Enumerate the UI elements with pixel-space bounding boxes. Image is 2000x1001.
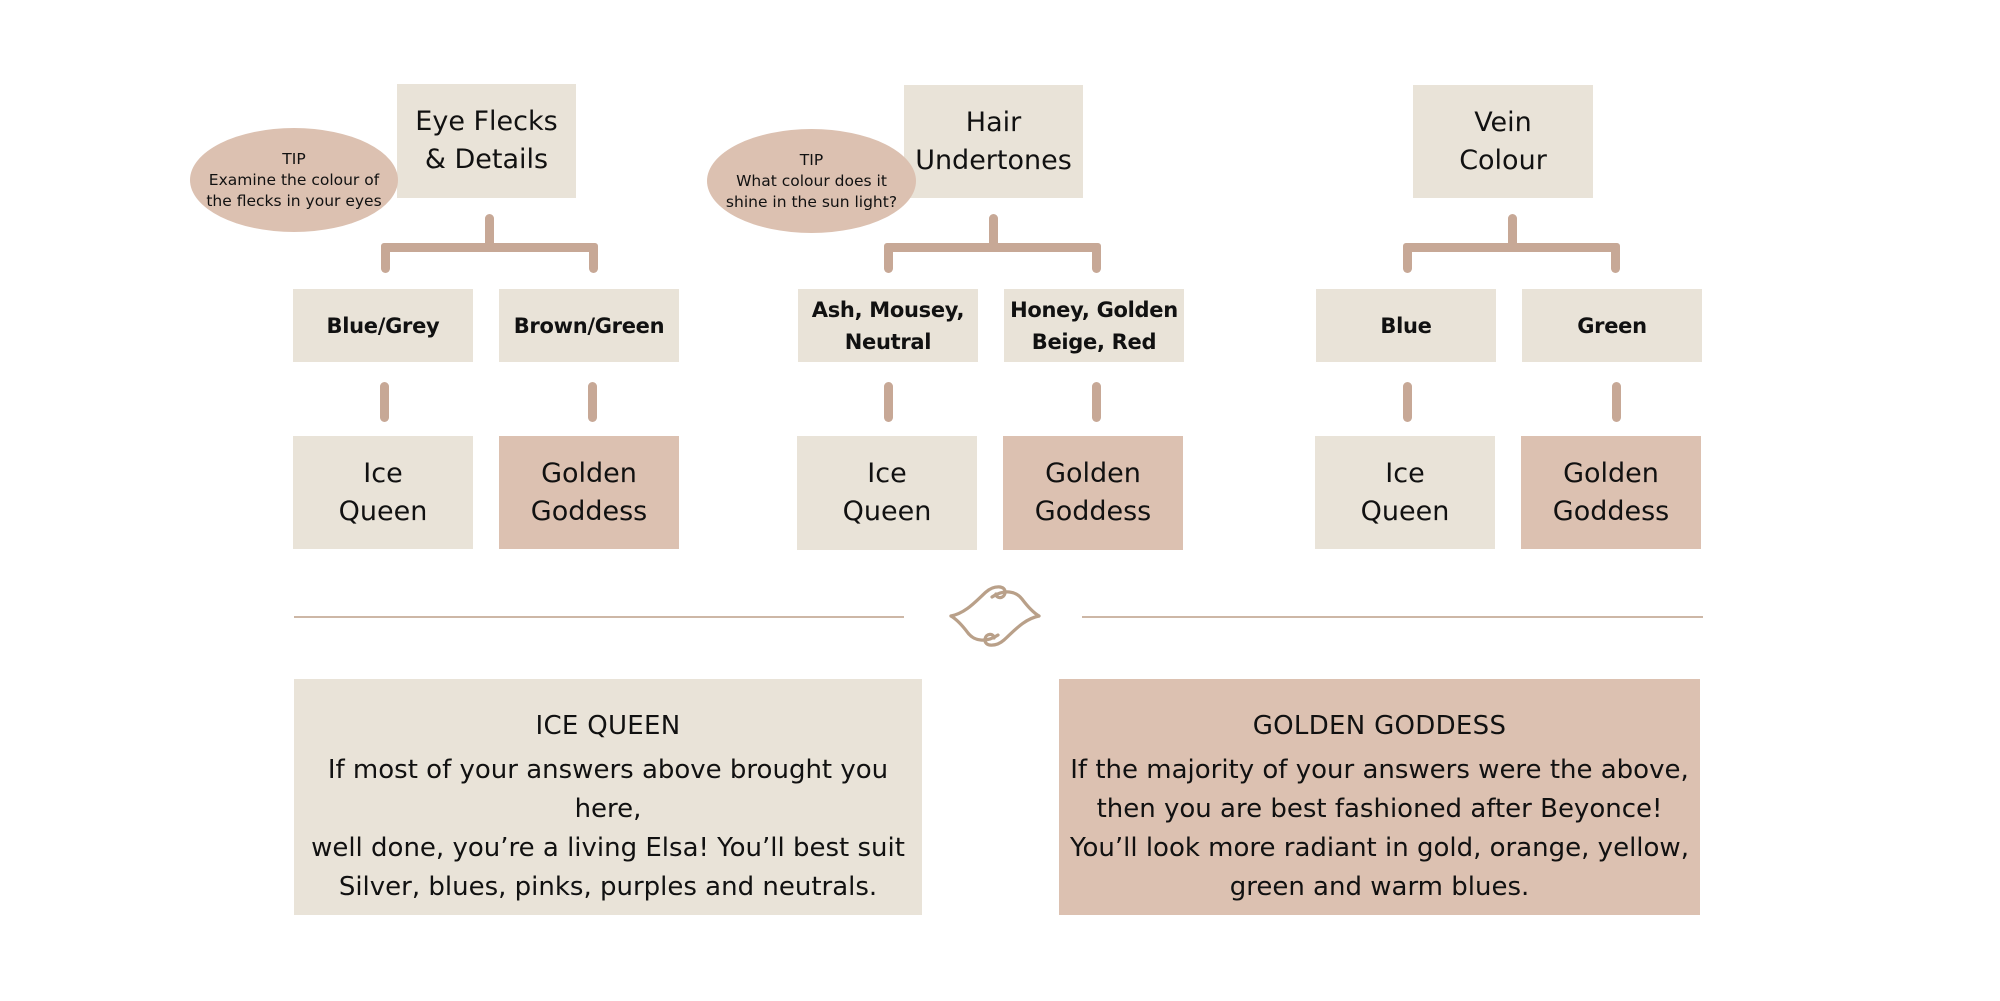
connector-left-drop (1403, 243, 1412, 273)
tip-text: What colour does it shine in the sun lig… (725, 171, 898, 211)
result-box-ice-queen: Ice Queen (797, 436, 977, 550)
answer-label: Green (1577, 313, 1647, 338)
flourish-ornament-icon (949, 585, 1041, 647)
question-box-vein-colour: Vein Colour (1413, 85, 1593, 198)
answer-label: Brown/Green (513, 313, 665, 338)
result-card-text: If most of your answers above brought yo… (311, 755, 905, 902)
connector-bar (1403, 243, 1620, 252)
connector-right-drop (1092, 243, 1101, 273)
result-box-golden-goddess: Golden Goddess (499, 436, 679, 549)
question-box-eye-flecks: Eye Flecks & Details (397, 84, 576, 198)
result-label: Golden Goddess (1034, 458, 1152, 527)
result-box-golden-goddess: Golden Goddess (1003, 436, 1183, 550)
answer-box-blue: Blue (1316, 289, 1496, 362)
connector-right-drop (589, 243, 598, 273)
question-box-hair-undertones: Hair Undertones (904, 85, 1083, 198)
tip-label: TIP (282, 149, 306, 168)
result-label: Ice Queen (338, 457, 428, 527)
answer-box-green: Green (1522, 289, 1702, 362)
connector-bar (381, 243, 598, 252)
answer-label: Blue/Grey (326, 313, 440, 338)
connector-right-drop (1611, 243, 1620, 273)
question-title: Eye Flecks & Details (415, 106, 558, 175)
result-label: Ice Queen (1360, 457, 1450, 527)
connector-answer-right (1612, 382, 1621, 422)
tip-bubble-hair-undertones: TIP What colour does it shine in the sun… (707, 129, 916, 233)
connector-left-drop (884, 243, 893, 273)
connector-stem (989, 214, 998, 250)
answer-label: Blue (1380, 313, 1432, 338)
divider-line-left (294, 616, 904, 618)
result-card-golden-goddess: GOLDEN GODDESS If the majority of your a… (1059, 679, 1700, 915)
result-box-ice-queen: Ice Queen (293, 436, 473, 549)
result-label: Golden Goddess (530, 457, 648, 527)
answer-box-brown-green: Brown/Green (499, 289, 679, 362)
answer-label: Honey, Golden Beige, Red (1010, 297, 1178, 354)
divider-line-right (1082, 616, 1703, 618)
connector-bar (884, 243, 1101, 252)
result-label: Ice Queen (842, 458, 932, 527)
result-card-ice-queen: ICE QUEEN If most of your answers above … (294, 679, 922, 915)
tip-label: TIP (799, 150, 824, 169)
connector-answer-left (884, 382, 893, 422)
connector-left-drop (381, 243, 390, 273)
answer-box-ash-mousey-neutral: Ash, Mousey, Neutral (798, 289, 978, 362)
result-card-text: If the majority of your answers were the… (1070, 755, 1689, 902)
connector-answer-left (1403, 382, 1412, 422)
connector-stem (1508, 214, 1517, 250)
question-title: Vein Colour (1459, 106, 1547, 176)
connector-answer-left (380, 382, 389, 422)
answer-box-blue-grey: Blue/Grey (293, 289, 473, 362)
tip-bubble-eye-flecks: TIP Examine the colour of the flecks in … (190, 128, 398, 232)
result-box-ice-queen: Ice Queen (1315, 436, 1495, 549)
result-box-golden-goddess: Golden Goddess (1521, 436, 1701, 549)
question-title: Hair Undertones (915, 106, 1072, 176)
connector-answer-right (1092, 382, 1101, 422)
connector-answer-right (588, 382, 597, 422)
answer-box-honey-golden-beige-red: Honey, Golden Beige, Red (1004, 289, 1184, 362)
result-card-title: GOLDEN GODDESS (1252, 711, 1507, 741)
result-label: Golden Goddess (1552, 457, 1670, 527)
tip-text: Examine the colour of the flecks in your… (206, 170, 382, 210)
result-card-title: ICE QUEEN (535, 711, 681, 741)
connector-stem (485, 214, 494, 250)
answer-label: Ash, Mousey, Neutral (811, 297, 965, 354)
